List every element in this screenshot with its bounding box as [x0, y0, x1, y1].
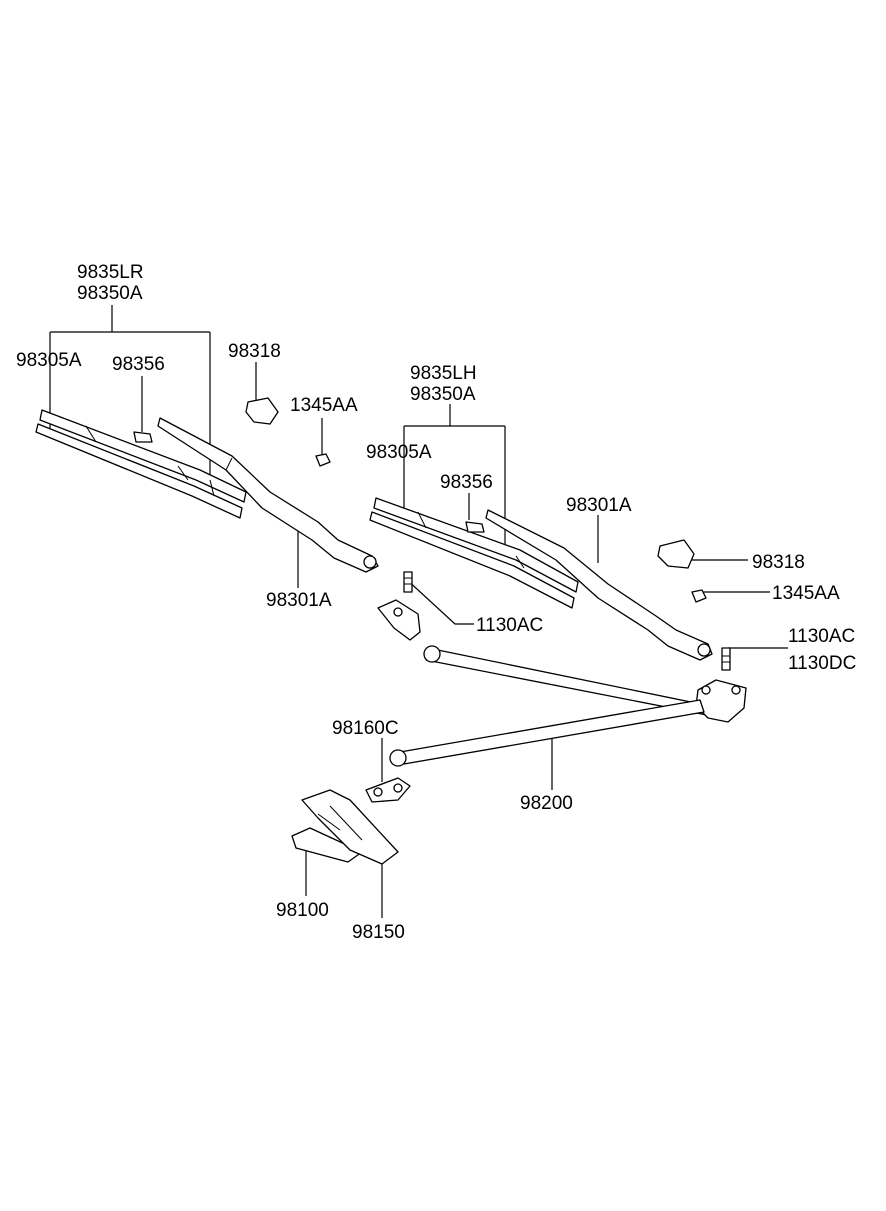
linkage-bushing [365, 777, 411, 803]
lh-blade-clip [465, 521, 485, 533]
label-98318-lh: 98318 [752, 552, 805, 573]
motor-bracket [301, 789, 399, 865]
label-9835lr: 9835LR [77, 262, 144, 283]
label-98150: 98150 [352, 922, 405, 943]
label-98100: 98100 [276, 900, 329, 921]
label-98356-lh: 98356 [440, 472, 493, 493]
label-98200: 98200 [520, 793, 573, 814]
rh-pivot-cap [245, 397, 279, 425]
leader-lines [49, 305, 788, 918]
wiper-motor [291, 827, 363, 863]
lh-wiper-arm [485, 509, 713, 661]
label-98301a-lh: 98301A [566, 495, 632, 516]
rh-blade-clip [133, 431, 153, 443]
lh-pivot-cap [657, 539, 695, 569]
label-1130ac-rh: 1130AC [476, 615, 543, 636]
label-98318-rh: 98318 [228, 341, 281, 362]
lh-wiper-blade [369, 497, 579, 609]
wiper-linkage [377, 599, 747, 767]
pivot-bolt-lh [721, 647, 731, 671]
label-98350a-rh: 98350A [77, 283, 143, 304]
label-98305a-lh: 98305A [366, 442, 432, 463]
label-1345aa-rh: 1345AA [290, 395, 358, 416]
label-9835lh: 9835LH [410, 363, 477, 384]
label-98356-rh: 98356 [112, 354, 165, 375]
lh-nut [691, 589, 707, 603]
rh-wiper-blade [35, 409, 247, 519]
label-98305a-rh: 98305A [16, 350, 82, 371]
pivot-bolt-rh [403, 571, 413, 593]
label-1345aa-lh: 1345AA [772, 583, 840, 604]
label-1130ac-lh: 1130AC [788, 626, 855, 647]
rh-nut [315, 453, 331, 467]
part-labels: 9835LR 98350A 98305A 98356 98318 1345AA … [16, 262, 856, 943]
label-98301a-rh: 98301A [266, 590, 332, 611]
label-1130dc-lh: 1130DC [788, 653, 856, 674]
label-98350a-lh: 98350A [410, 384, 476, 405]
rh-wiper-arm [157, 417, 379, 573]
label-98160c: 98160C [332, 718, 399, 739]
